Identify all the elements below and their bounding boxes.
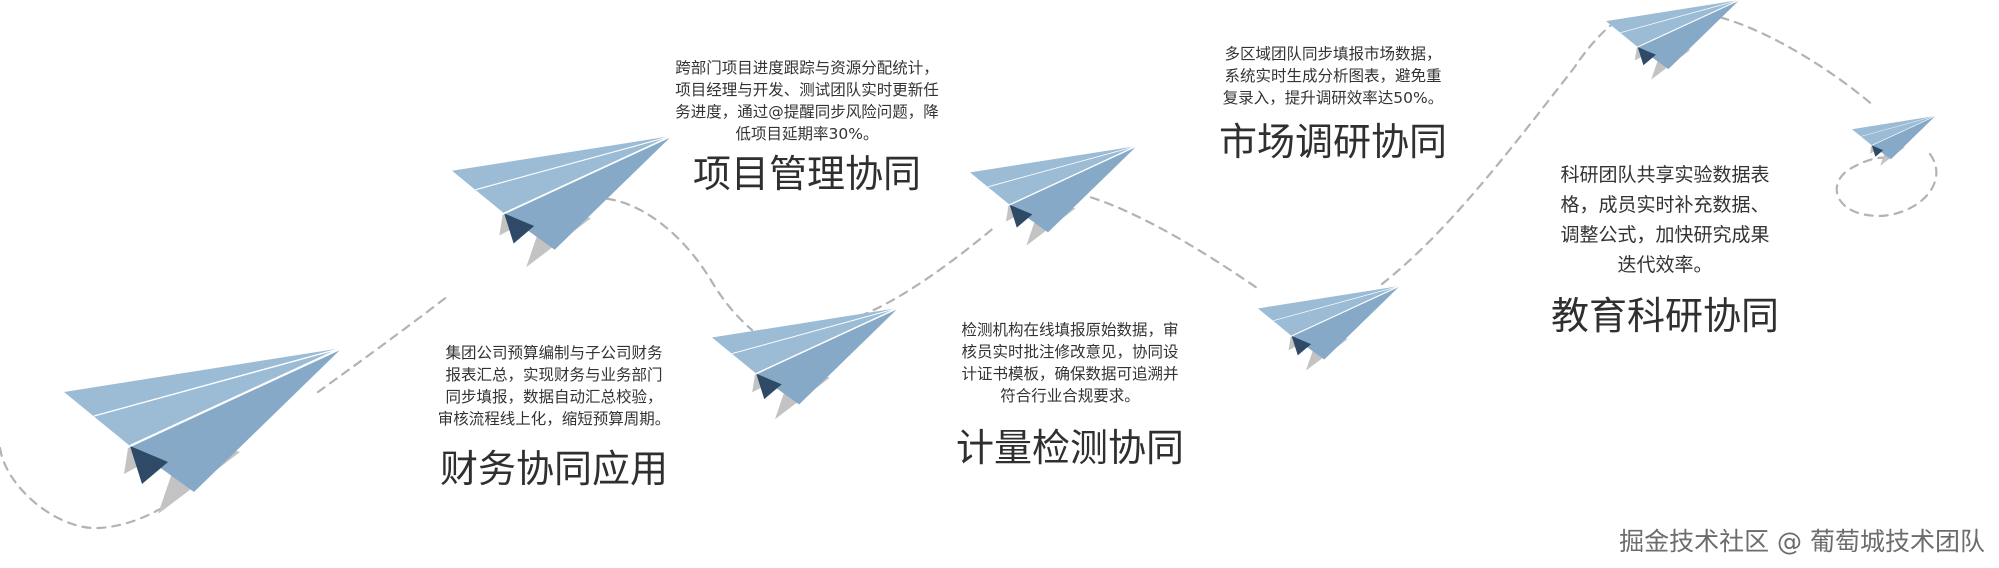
paper-plane-project-crease: [503, 135, 672, 215]
project-title: 项目管理协同: [692, 152, 921, 196]
paper-plane-finance-fuselage: [130, 446, 168, 484]
paper-plane-project-wing-fold: [475, 135, 672, 191]
paper-plane-market-a-crease: [1009, 145, 1138, 206]
finance-title: 财务协同应用: [439, 447, 668, 491]
paper-plane-research-a: [1606, 0, 1740, 80]
paper-plane-research-b-crease: [1871, 115, 1936, 146]
paper-plane-metrology-crease: [755, 307, 899, 375]
paper-planes: [64, 0, 1936, 514]
paper-plane-metrology-wing-upper: [712, 308, 899, 374]
paper-plane-market-a-wing-upper: [970, 146, 1137, 205]
paper-plane-research-a-wing-fold: [1620, 0, 1740, 33]
paper-plane-research-b: [1852, 115, 1936, 166]
paper-plane-market-b-crease: [1291, 285, 1401, 337]
paper-plane-research-b-wing-fold: [1860, 115, 1936, 137]
paper-plane-market-a-fuselage: [1009, 204, 1033, 228]
paper-plane-research-b-wing-lower: [1871, 116, 1936, 160]
market-title: 市场调研协同: [1218, 120, 1447, 164]
paper-plane-research-a-crease: [1637, 0, 1740, 48]
paper-plane-market-a-wing-lower: [1009, 146, 1137, 233]
dashed-flight-path: [0, 12, 1938, 530]
paper-plane-market-b-wing-upper: [1258, 286, 1400, 336]
paper-plane-research-a-wing-upper: [1606, 0, 1740, 48]
paper-plane-project-wing-lower: [504, 136, 672, 250]
metrology-title: 计量检测协同: [955, 426, 1184, 470]
paper-plane-finance-wing-lower: [130, 348, 342, 492]
paper-plane-finance-crease: [129, 347, 343, 447]
paper-plane-research-a-fuselage: [1637, 47, 1656, 66]
paper-plane-metrology-fuselage: [756, 373, 782, 400]
paper-plane-market-b-wing-fold: [1273, 285, 1400, 322]
paper-plane-market-a-wing-fold: [987, 145, 1137, 188]
paper-plane-market-b-wing-lower: [1291, 286, 1400, 360]
research-description: 科研团队共享实验数据表 格，成员实时补充数据、 调整公式，加快研究成果 迭代效率…: [1560, 164, 1770, 276]
paper-plane-research-a-wing-lower: [1637, 0, 1740, 70]
market-description: 多区域团队同步填报市场数据， 系统实时生成分析图表，避免重 复录入，提升调研效率…: [1222, 45, 1444, 107]
paper-plane-market-b: [1258, 285, 1401, 371]
paper-plane-metrology-wing-lower: [756, 308, 899, 405]
paper-plane-metrology-wing-fold: [731, 307, 899, 355]
paper-plane-market-b-fuselage: [1291, 335, 1312, 356]
project-description: 跨部门项目进度跟踪与资源分配统计， 项目经理与开发、测试团队实时更新任 务进度，…: [675, 59, 939, 143]
paper-plane-finance: [64, 347, 343, 514]
metrology-description: 检测机构在线填报原始数据，审 核员实时批注修改意见，协同设 计证书模板，确保数据…: [961, 321, 1179, 405]
research-title: 教育科研协同: [1550, 294, 1779, 338]
finance-description: 集团公司预算编制与子公司财务 报表汇总，实现财务与业务部门 同步填报，数据自动汇…: [437, 344, 671, 428]
paper-plane-finance-wing-upper: [64, 348, 342, 446]
paper-plane-research-b-fuselage: [1871, 145, 1884, 157]
paper-plane-market-a: [970, 145, 1138, 246]
paper-plane-metrology: [712, 307, 899, 420]
watermark: 掘金技术社区 @ 葡萄城技术团队: [1619, 527, 1985, 556]
paper-plane-research-b-wing-upper: [1852, 116, 1936, 146]
paper-plane-project-fuselage: [504, 213, 535, 244]
paper-plane-finance-wing-fold: [93, 347, 343, 417]
paper-plane-project-wing-upper: [452, 136, 672, 214]
paper-plane-project: [452, 135, 672, 268]
